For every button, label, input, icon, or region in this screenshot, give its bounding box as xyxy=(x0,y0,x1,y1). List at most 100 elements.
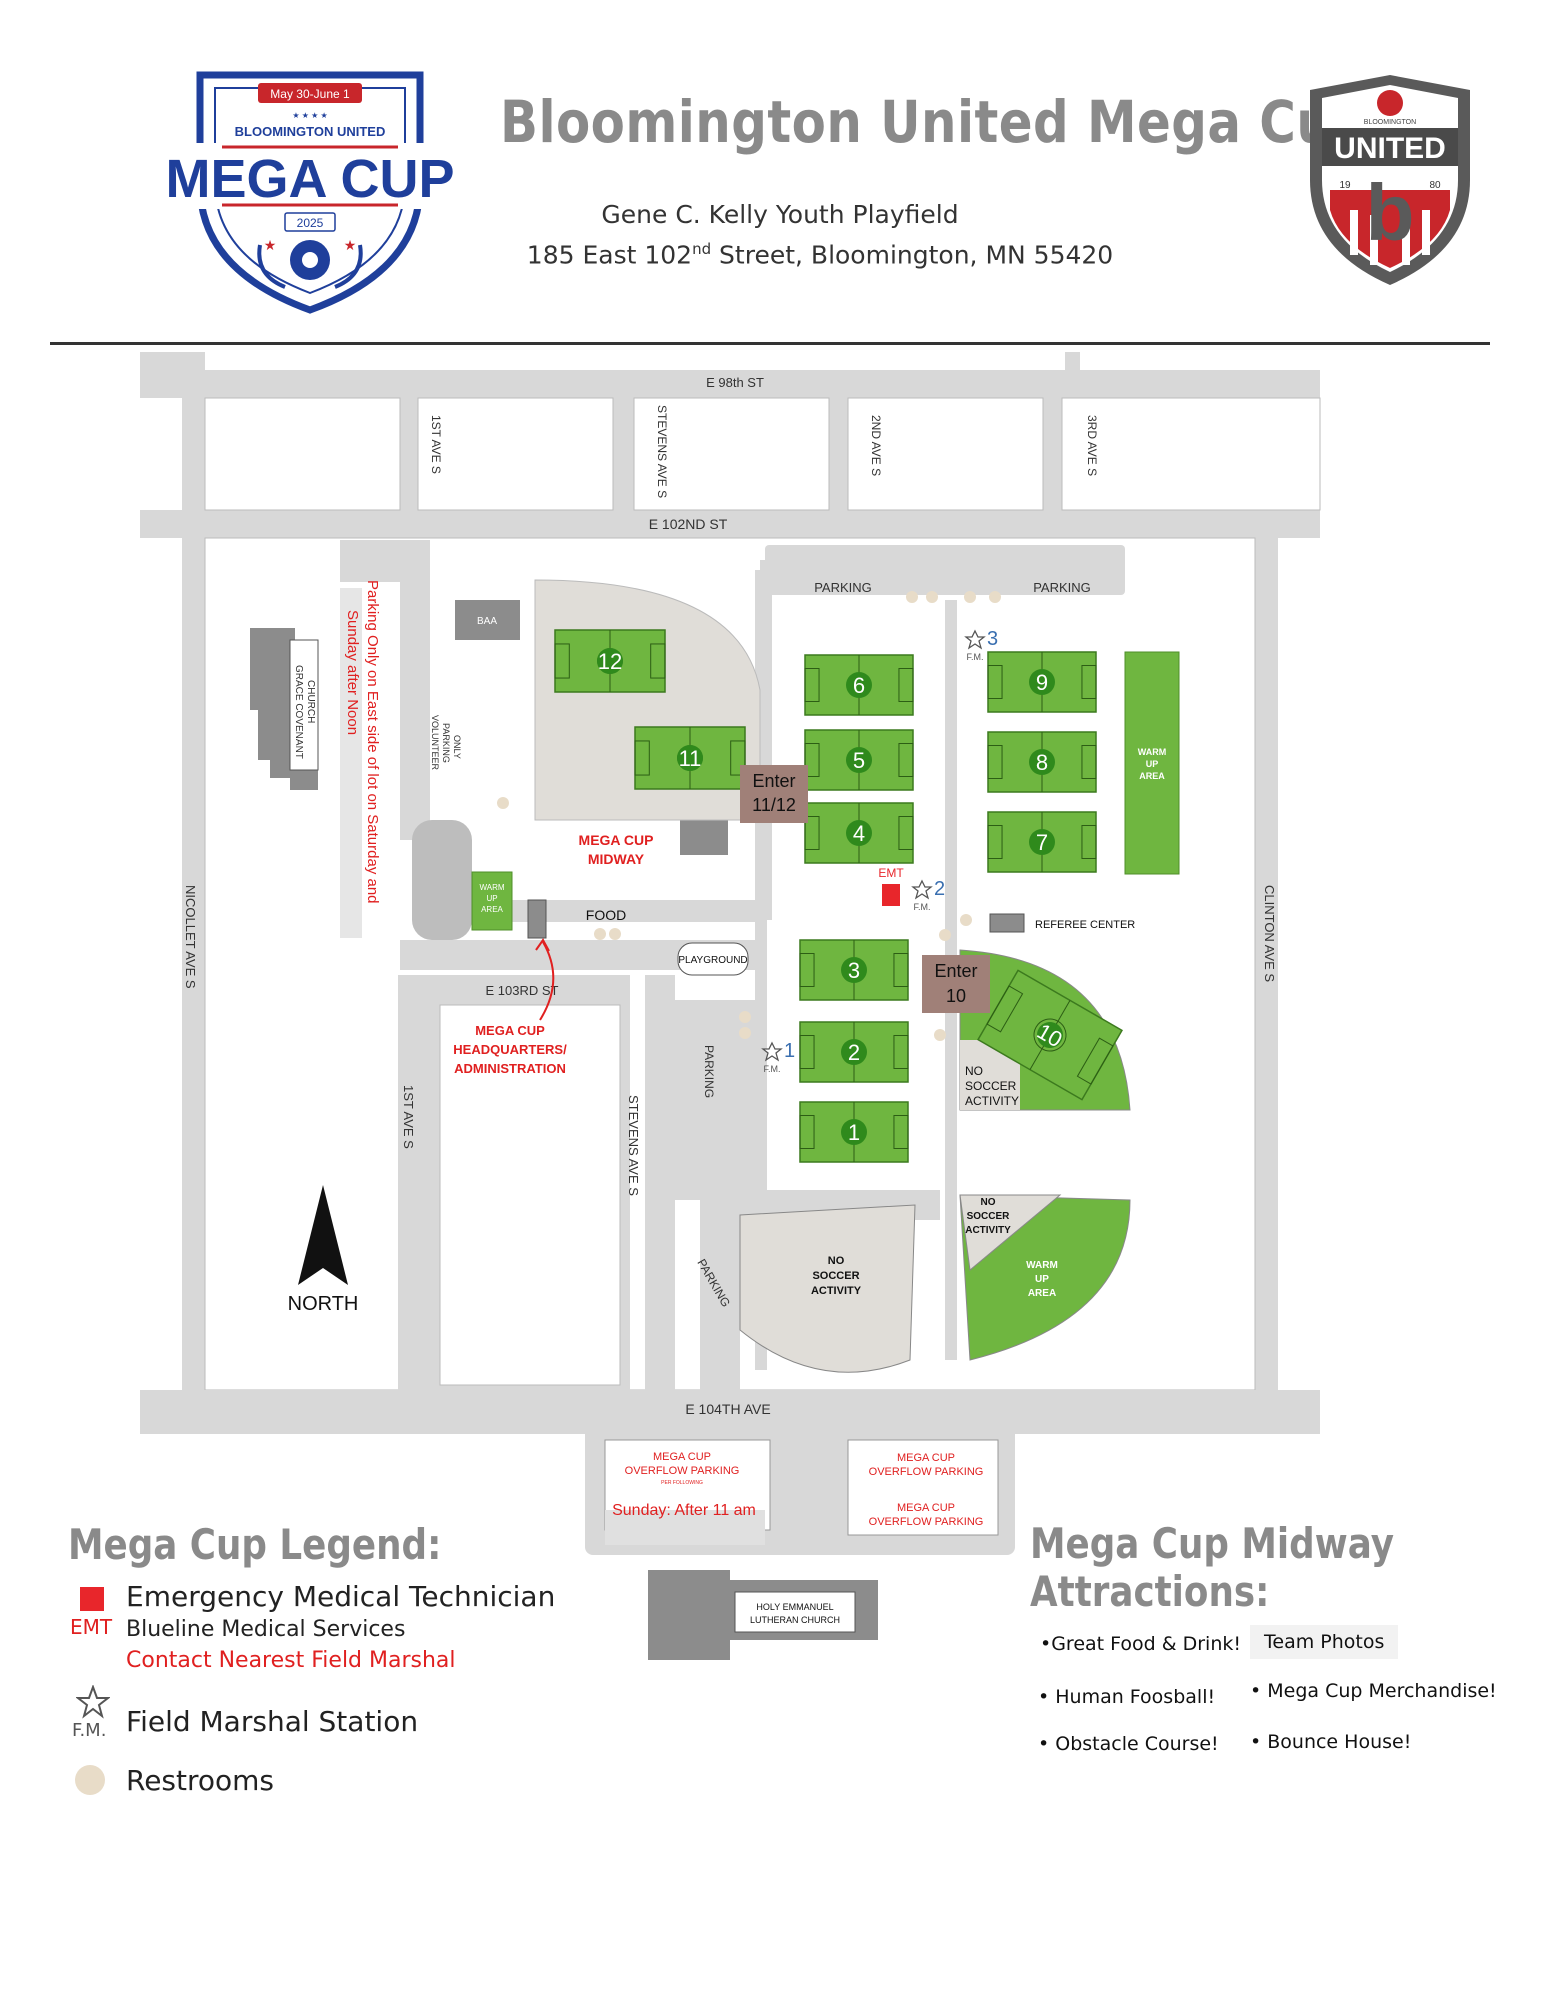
fm-label: F.M. xyxy=(967,652,984,662)
fm-number: 3 xyxy=(987,628,998,650)
holy-church-label-2: LUTHERAN CHURCH xyxy=(750,1615,840,1625)
block-edge xyxy=(140,398,182,510)
no-soccer-south-1: NO xyxy=(828,1255,845,1267)
grace-church-label: GRACE COVENANT xyxy=(293,665,304,759)
north-parking-lot xyxy=(765,545,1125,595)
enter-10-line1: Enter xyxy=(934,961,977,981)
field-1: 1 xyxy=(799,1101,909,1163)
field-number-11: 11 xyxy=(679,746,702,771)
e104-road xyxy=(140,1390,1320,1420)
street-e102: E 102ND ST xyxy=(649,516,728,532)
field-number-4: 4 xyxy=(853,821,865,846)
logo-letter: b xyxy=(1366,168,1415,257)
block-c xyxy=(633,397,830,511)
fm-star-icon xyxy=(911,879,933,900)
attraction-foosball: • Human Foosball! xyxy=(1038,1686,1216,1708)
overflow-note-bg xyxy=(605,1510,765,1545)
enter-1112-line1: Enter xyxy=(752,771,795,791)
badge-name: MEGA CUP xyxy=(165,149,454,209)
playground-shape xyxy=(677,942,749,976)
parking-note-line1: Parking Only on East side of lot on Satu… xyxy=(364,580,381,904)
hq-label-3: ADMINISTRATION xyxy=(454,1061,566,1076)
volunteer-lot-road xyxy=(400,540,430,840)
warmup-west-label-3: AREA xyxy=(481,905,503,914)
field-marshal-station-2: 2F.M. xyxy=(911,878,945,912)
street-3rd-ave-top: 3RD AVE S xyxy=(1085,415,1099,476)
fm-label: F.M. xyxy=(914,902,931,912)
warmup-west-label-2: UP xyxy=(486,894,497,903)
restroom-dot xyxy=(934,1029,946,1041)
overflow-left-2: OVERFLOW PARKING xyxy=(625,1465,740,1477)
mega-cup-badge: May 30-June 1 ★ ★ ★ ★ BLOOMINGTON UNITED… xyxy=(160,55,460,315)
overflow-left-1: MEGA CUP xyxy=(653,1451,711,1463)
north-arrow-icon xyxy=(298,1185,348,1285)
field-number-6: 6 xyxy=(853,673,865,698)
field-12: 12 xyxy=(554,629,666,693)
logo-year-left: 19 xyxy=(1339,180,1351,191)
legend-title: Mega Cup Legend: xyxy=(68,1520,442,1569)
hq-label-1: MEGA CUP xyxy=(475,1023,545,1038)
parking-label-north-left: PARKING xyxy=(814,580,872,595)
field-11: 11 xyxy=(634,726,746,790)
header-divider xyxy=(50,342,1490,345)
restroom-dot xyxy=(906,591,918,603)
badge-dates: May 30-June 1 xyxy=(270,87,350,101)
referee-center-label: REFEREE CENTER xyxy=(1035,919,1135,931)
united-shield-graphic: UNITED BLOOMINGTON b 19 80 xyxy=(1310,75,1470,285)
grace-church-label-box xyxy=(289,639,319,771)
fm-label: F.M. xyxy=(764,1064,781,1074)
legend-fm-title: Field Marshal Station xyxy=(126,1705,419,1738)
street-e104: E 104TH AVE xyxy=(685,1401,770,1417)
midway-title: Mega Cup Midway Attractions: xyxy=(1030,1520,1394,1616)
overflow-right-bottom-1: MEGA CUP xyxy=(897,1502,955,1514)
legend-emt-contact: Contact Nearest Field Marshal xyxy=(126,1648,456,1673)
no-soccer-south-2: SOCCER xyxy=(812,1270,859,1282)
warmup-south-label-2: UP xyxy=(1035,1274,1049,1285)
field-number-9: 9 xyxy=(1036,670,1048,695)
block-top-strip-right xyxy=(1080,352,1320,370)
enter-1112-line2: 11/12 xyxy=(752,795,796,815)
svg-text:★: ★ xyxy=(344,237,357,253)
restroom-dot xyxy=(739,1011,751,1023)
field-2: 2 xyxy=(799,1021,909,1083)
overflow-right-top-2: OVERFLOW PARKING xyxy=(869,1466,984,1478)
street-e103: E 103RD ST xyxy=(486,983,559,998)
warmup-east-label-2: UP xyxy=(1146,759,1159,769)
attraction-team-photos: Team Photos xyxy=(1250,1625,1399,1659)
mega-cup-badge-graphic: May 30-June 1 ★ ★ ★ ★ BLOOMINGTON UNITED… xyxy=(160,71,460,314)
svg-text:★ ★ ★ ★: ★ ★ ★ ★ xyxy=(292,111,327,120)
referee-center-building xyxy=(989,913,1025,933)
block-e xyxy=(1061,397,1321,511)
badge-club: BLOOMINGTON UNITED xyxy=(235,124,386,139)
block-a xyxy=(204,397,401,511)
field-number-3: 3 xyxy=(848,958,860,983)
east-block xyxy=(1278,538,1320,1390)
north-label: NORTH xyxy=(288,1293,359,1315)
baa-label: BAA xyxy=(477,616,497,627)
block-d xyxy=(847,397,1044,511)
street-2nd-ave-top: 2ND AVE S xyxy=(869,415,883,476)
field-4: 4 xyxy=(804,802,914,864)
field-marshal-station-1: 1F.M. xyxy=(761,1040,795,1074)
restroom-dot xyxy=(594,928,606,940)
hq-building xyxy=(527,899,547,939)
stevens-lower xyxy=(645,975,675,1390)
midway-title-line2: Attractions: xyxy=(1030,1567,1270,1616)
restroom-dot xyxy=(739,1027,751,1039)
west-block xyxy=(140,538,182,1390)
enter-10-box xyxy=(922,955,990,1013)
attraction-food: •Great Food & Drink! xyxy=(1040,1633,1241,1655)
no-soccer-east-1: NO xyxy=(965,1064,983,1078)
field-number-1: 1 xyxy=(848,1120,860,1145)
legend-restrooms: Restrooms xyxy=(126,1764,275,1797)
field-6: 6 xyxy=(804,654,914,716)
no-soccer-east-3: ACTIVITY xyxy=(965,1094,1019,1108)
address-suffix: Street, Bloomington, MN 55420 xyxy=(711,240,1114,270)
overflow-lot-right xyxy=(847,1439,999,1536)
field-number-12: 12 xyxy=(598,649,622,674)
no-soccer-area-east xyxy=(960,1040,1020,1110)
legend-restroom-dot xyxy=(75,1765,105,1795)
address-sup: nd xyxy=(692,240,712,258)
overflow-right-bottom-2: OVERFLOW PARKING xyxy=(869,1516,984,1528)
